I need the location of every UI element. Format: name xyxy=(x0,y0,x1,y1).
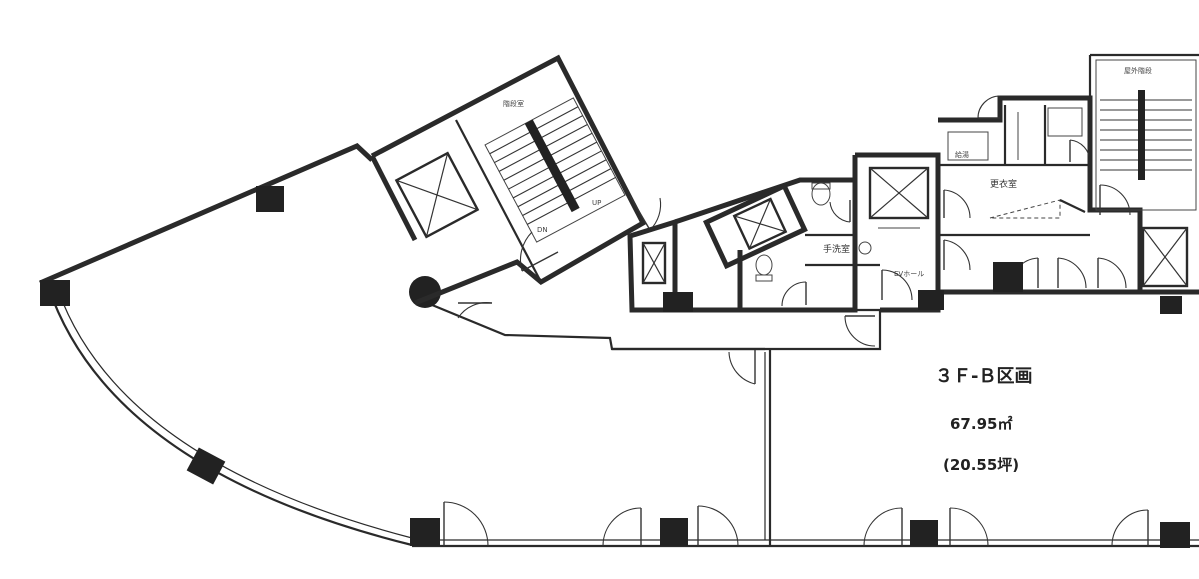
elevator-2: EVホール xyxy=(852,152,941,300)
stair-dn-label: DN xyxy=(537,226,548,234)
door[interactable] xyxy=(977,95,1001,119)
door[interactable] xyxy=(728,350,756,385)
column xyxy=(660,518,688,546)
door[interactable] xyxy=(881,269,913,301)
washroom-label: 手洗室 xyxy=(823,243,850,255)
door[interactable] xyxy=(629,195,662,231)
door[interactable] xyxy=(602,507,642,547)
stair-core: 階段室 UP DN xyxy=(369,54,647,306)
column xyxy=(1160,296,1182,314)
unit-3f-b xyxy=(770,262,1199,548)
exterior-stair-label: 屋外階段 xyxy=(1124,66,1152,75)
door[interactable] xyxy=(943,189,971,219)
door[interactable] xyxy=(1111,509,1149,547)
door[interactable] xyxy=(1069,139,1091,163)
elevator-icon xyxy=(868,166,930,220)
column xyxy=(993,262,1023,292)
column xyxy=(40,280,70,306)
changing-room-label: 更衣室 xyxy=(990,178,1017,190)
stair-icon xyxy=(484,97,626,243)
unit-title: ３Ｆ-Ｂ区画 xyxy=(935,366,1032,387)
column xyxy=(1160,522,1190,548)
stair-icon xyxy=(1100,90,1192,180)
door[interactable] xyxy=(443,501,489,547)
column xyxy=(256,186,284,212)
toilet-block: 手洗室 xyxy=(737,177,880,313)
shaft-icon xyxy=(1141,226,1189,288)
column xyxy=(663,292,693,312)
door[interactable] xyxy=(949,507,989,547)
door[interactable] xyxy=(1097,257,1127,289)
door[interactable] xyxy=(1057,257,1087,289)
door[interactable] xyxy=(697,505,739,547)
unit-area-tsubo: (20.55坪) xyxy=(943,456,1019,474)
exterior-stair: 屋外階段 xyxy=(1088,53,1199,288)
column xyxy=(918,290,944,310)
shaft-icon xyxy=(641,241,667,285)
column xyxy=(910,520,938,546)
door[interactable] xyxy=(519,231,559,272)
door[interactable] xyxy=(863,507,903,547)
pantry-label: 給湯 xyxy=(955,150,969,159)
ev-hall-label: EVホール xyxy=(894,270,924,278)
door[interactable] xyxy=(457,302,493,319)
stair-up-label: UP xyxy=(592,199,601,207)
stair-room-label: 階段室 xyxy=(503,99,524,108)
column xyxy=(186,447,226,485)
door[interactable] xyxy=(844,315,876,347)
elevator-icon xyxy=(394,151,480,239)
door[interactable] xyxy=(781,281,807,307)
duct-block xyxy=(702,182,808,270)
unit-area-m2: 67.95㎡ xyxy=(950,415,1012,433)
door[interactable] xyxy=(829,200,851,223)
column xyxy=(410,518,440,546)
door[interactable] xyxy=(943,239,971,271)
door[interactable] xyxy=(1099,184,1131,216)
